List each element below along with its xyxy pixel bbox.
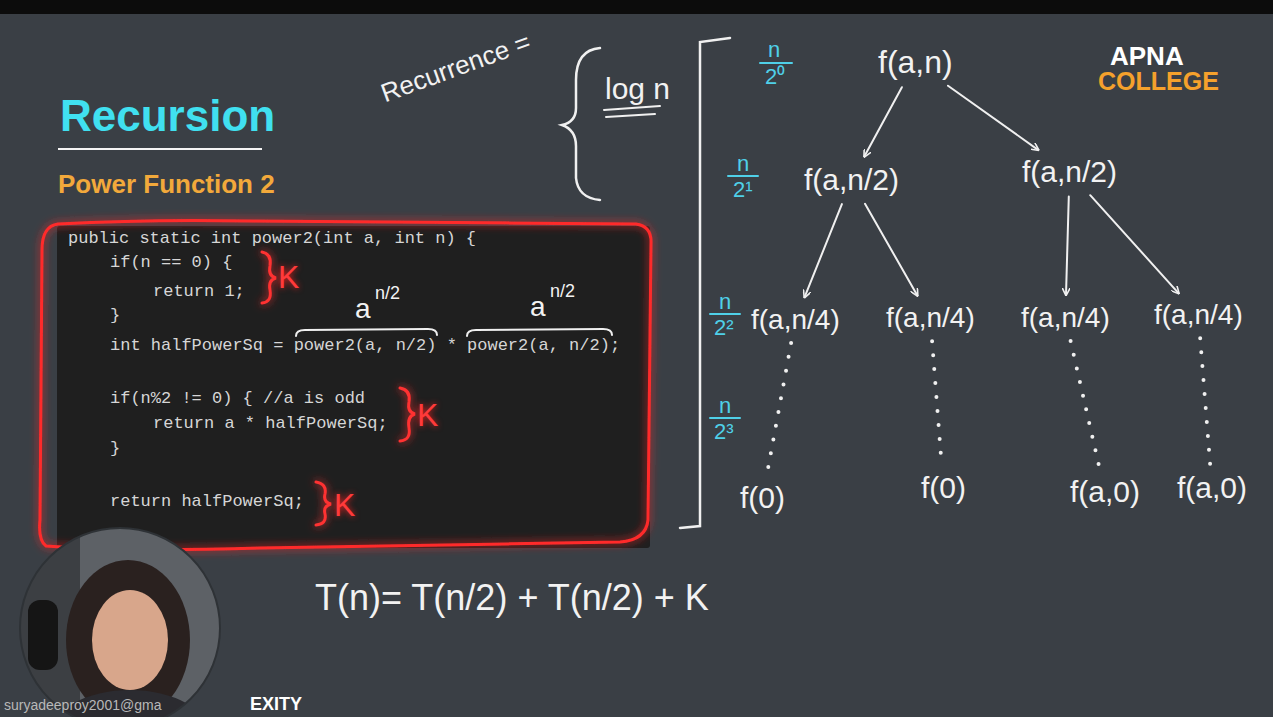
call-text: f(a,0) (1177, 471, 1247, 506)
level-numerator: n (737, 152, 749, 176)
dotted-continuation (1200, 338, 1210, 464)
call-node: f(a,n/4) (747, 302, 844, 338)
call-text: f(a,n/4) (751, 304, 840, 336)
red-highlight (40, 220, 651, 549)
call-arrow (1066, 197, 1069, 296)
log-note: log n (605, 72, 670, 105)
call-text: f(0) (921, 471, 966, 506)
level-numerator: n (719, 394, 731, 418)
call-arrow (865, 204, 918, 296)
code-line: public static int power2(int a, int n) { (68, 229, 476, 249)
code-line: } (110, 439, 120, 459)
slide-title: Recursion (60, 92, 275, 140)
cost-constant: K (417, 398, 438, 433)
webcam (20, 528, 220, 717)
call-node: f(0) (736, 479, 789, 518)
call-text: f(a,0) (1070, 475, 1140, 510)
top-bar (0, 0, 1273, 14)
recurrence-equation: T(n)= T(n/2) + T(n/2) + K (315, 578, 709, 618)
call-node: f(a,n/2) (1018, 153, 1121, 192)
power-base: a (530, 292, 546, 323)
call-node: f(a,0) (1173, 469, 1251, 508)
call-text: f(a,n/4) (886, 302, 975, 334)
power-base: a (355, 294, 371, 325)
level-numerator: n (719, 290, 731, 314)
call-text: f(a,n/4) (1021, 302, 1110, 334)
call-arrow (948, 86, 1038, 150)
dotted-continuation (1071, 341, 1100, 468)
log-underlines (604, 106, 660, 117)
call-text: f(0) (740, 481, 785, 516)
level-denominator: 2¹ (733, 178, 753, 202)
call-node: f(a,n/2) (800, 161, 903, 200)
level-denominator: 2² (714, 316, 734, 340)
call-text: f(a,n/4) (1154, 299, 1243, 331)
code-line: return a * halfPowerSq; (153, 414, 388, 434)
code-line: } (110, 306, 120, 326)
watermark: EXITY (250, 695, 302, 715)
call-text: f(a,n) (878, 44, 953, 81)
fraction-bars (710, 63, 792, 418)
call-node: f(a,n) (874, 42, 957, 83)
subtitle: Power Function 2 (58, 170, 275, 199)
call-arrow (805, 204, 842, 297)
code-panel-bg (57, 226, 650, 548)
webcam-frame (20, 528, 220, 717)
cost-constant: K (278, 260, 299, 295)
level-denominator: 2³ (714, 420, 734, 444)
logo-word: COLLEGE (1098, 68, 1219, 96)
call-node: f(a,n/4) (882, 300, 979, 336)
logo-word: APNA (1110, 42, 1184, 71)
call-arrow (864, 87, 902, 156)
curly-brace (562, 48, 600, 200)
power-exponent: n/2 (550, 282, 575, 302)
dotted-continuation (767, 343, 791, 474)
call-node: f(a,n/4) (1150, 297, 1247, 333)
cost-constant: K (334, 488, 355, 523)
dotted-continuation (932, 341, 942, 464)
call-node: f(a,n/4) (1017, 300, 1114, 336)
code-line: if(n == 0) { (110, 253, 232, 273)
call-node: f(a,0) (1066, 473, 1144, 512)
over-braces (296, 329, 612, 336)
red-braces (262, 252, 415, 525)
level-numerator: n (768, 38, 780, 62)
code-line: return 1; (153, 282, 245, 302)
recurrence-note: Recurrence = (377, 27, 534, 108)
code-line: int halfPowerSq = power2(a, n/2) * power… (110, 336, 620, 356)
power-exponent: n/2 (375, 284, 400, 304)
level-denominator: 2⁰ (765, 65, 785, 89)
call-node: f(0) (917, 469, 970, 508)
call-arrow (1090, 195, 1179, 293)
watermark: suryadeeproy2001@gma (4, 698, 161, 713)
code-line: if(n%2 != 0) { //a is odd (110, 389, 365, 409)
call-text: f(a,n/2) (804, 163, 899, 198)
code-line: return halfPowerSq; (110, 492, 304, 512)
call-text: f(a,n/2) (1022, 155, 1117, 190)
title-underline (58, 148, 262, 150)
level-bracket (680, 38, 730, 528)
